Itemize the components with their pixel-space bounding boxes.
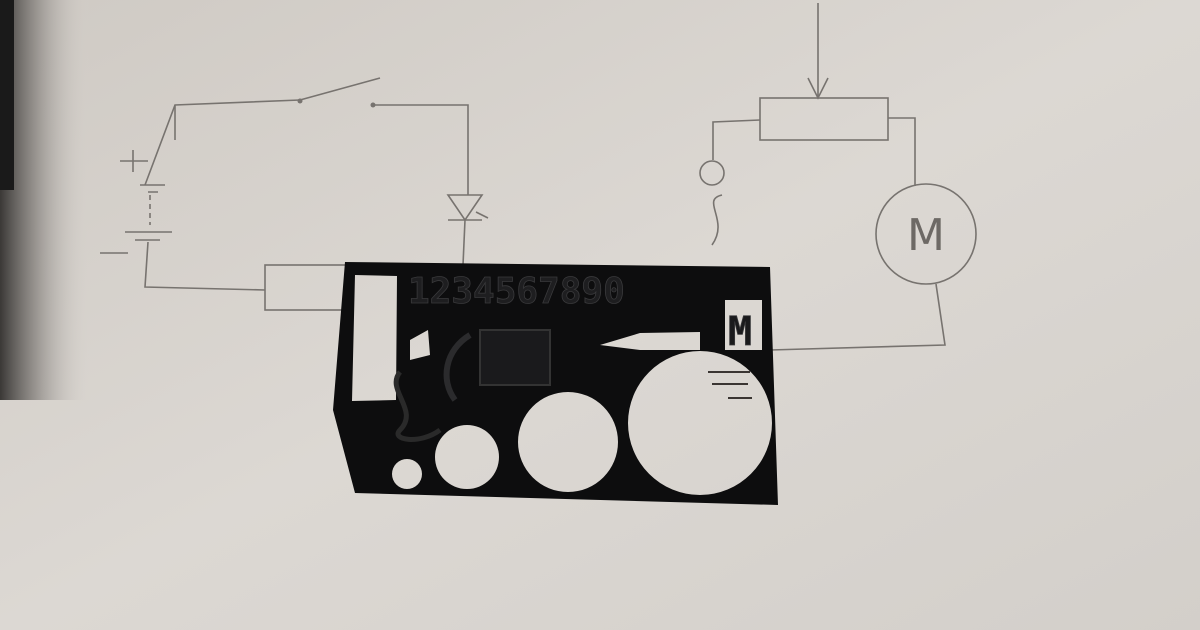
battery-cell (125, 231, 172, 241)
diode-symbol (446, 194, 484, 222)
switch-lever (299, 77, 381, 101)
potentiometer-symbol (759, 97, 889, 141)
motor-label: M (907, 210, 945, 261)
stencil-digits: 1234567890 (408, 271, 625, 312)
stencil-capacitor-arc (443, 332, 472, 402)
dark-object-edge (0, 0, 14, 190)
stencil-ruler: 1234567890 M (333, 262, 778, 505)
motor-circle (875, 183, 977, 285)
plus-sign (120, 150, 148, 172)
ac-tilde (711, 194, 723, 246)
switch-contact (297, 98, 303, 104)
stencil-motor-letter: M (728, 309, 752, 355)
right-circuit-drawing: M (699, 3, 977, 351)
battery-cell (140, 184, 165, 193)
object-shadow (0, 0, 90, 400)
terminal-circle (699, 160, 725, 186)
